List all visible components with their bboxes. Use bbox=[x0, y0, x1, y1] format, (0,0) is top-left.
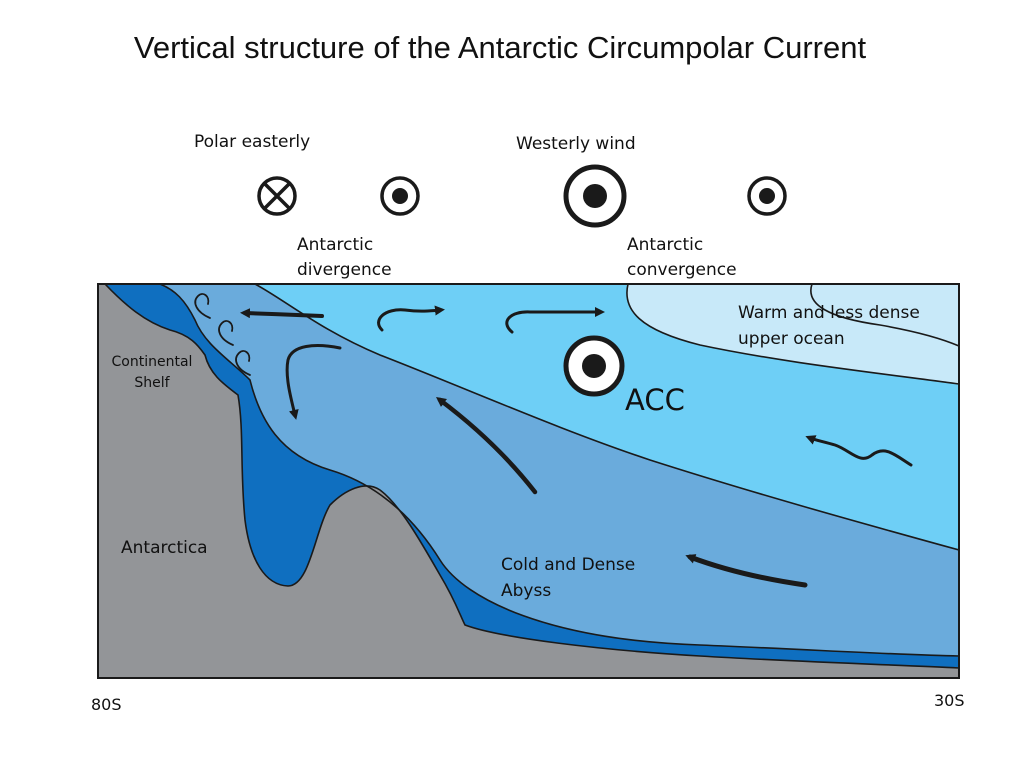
warm-upper-ocean-layer bbox=[626, 284, 959, 384]
downwelling-arrow bbox=[285, 344, 342, 420]
acc-label: ACC bbox=[625, 383, 685, 417]
continental-shelf-label-line1: Continental bbox=[112, 354, 193, 370]
out-of-page-dot-icon-large bbox=[563, 164, 627, 228]
antarctica-label: Antarctica bbox=[121, 538, 208, 558]
abyss-label-line1: Cold and Dense bbox=[501, 555, 635, 575]
acc-out-of-page-icon bbox=[563, 335, 625, 397]
latitude-right-label: 30S bbox=[934, 691, 965, 710]
latitude-left-label: 80S bbox=[91, 695, 122, 714]
shelf-water-boundary bbox=[159, 284, 959, 657]
warm-inner-boundary bbox=[810, 284, 959, 347]
deep-water-boundary bbox=[254, 284, 959, 551]
westerly-wind-label: Westerly wind bbox=[516, 134, 636, 154]
shelf-eddy-2 bbox=[218, 320, 234, 346]
into-page-cross-icon bbox=[257, 176, 297, 216]
abyssal-flow-arrow bbox=[685, 554, 808, 588]
abyss-label-line2: Abyss bbox=[501, 581, 551, 601]
convergence-label-line2: convergence bbox=[627, 260, 737, 280]
surface-flow-arrow-left bbox=[240, 308, 324, 319]
divergence-label-line2: divergence bbox=[297, 260, 392, 280]
surface-flow-arrow-mid bbox=[377, 305, 445, 332]
continental-shelf-label-line2: Shelf bbox=[134, 375, 170, 391]
upwelling-arrow bbox=[436, 396, 538, 495]
warm-upper-label-line2: upper ocean bbox=[738, 329, 845, 349]
polar-easterly-label: Polar easterly bbox=[194, 132, 310, 152]
convergence-label-line1: Antarctic bbox=[627, 235, 703, 255]
warm-upper-label-line1: Warm and less dense bbox=[738, 303, 920, 323]
shelf-eddy-1 bbox=[194, 293, 211, 319]
upper-ocean-boundary bbox=[626, 284, 959, 385]
out-of-page-dot-icon-right bbox=[747, 176, 787, 216]
divergence-label-line1: Antarctic bbox=[297, 235, 373, 255]
out-of-page-dot-icon bbox=[380, 176, 420, 216]
surface-flow-arrow-right bbox=[505, 307, 605, 334]
diagram-title: Vertical structure of the Antarctic Circ… bbox=[133, 30, 867, 65]
shelf-eddy-3 bbox=[235, 350, 251, 376]
northern-wavy-arrow bbox=[805, 435, 913, 467]
land-boundary bbox=[104, 284, 959, 669]
antarctica-land bbox=[98, 284, 959, 678]
cross-section-frame bbox=[97, 283, 960, 679]
